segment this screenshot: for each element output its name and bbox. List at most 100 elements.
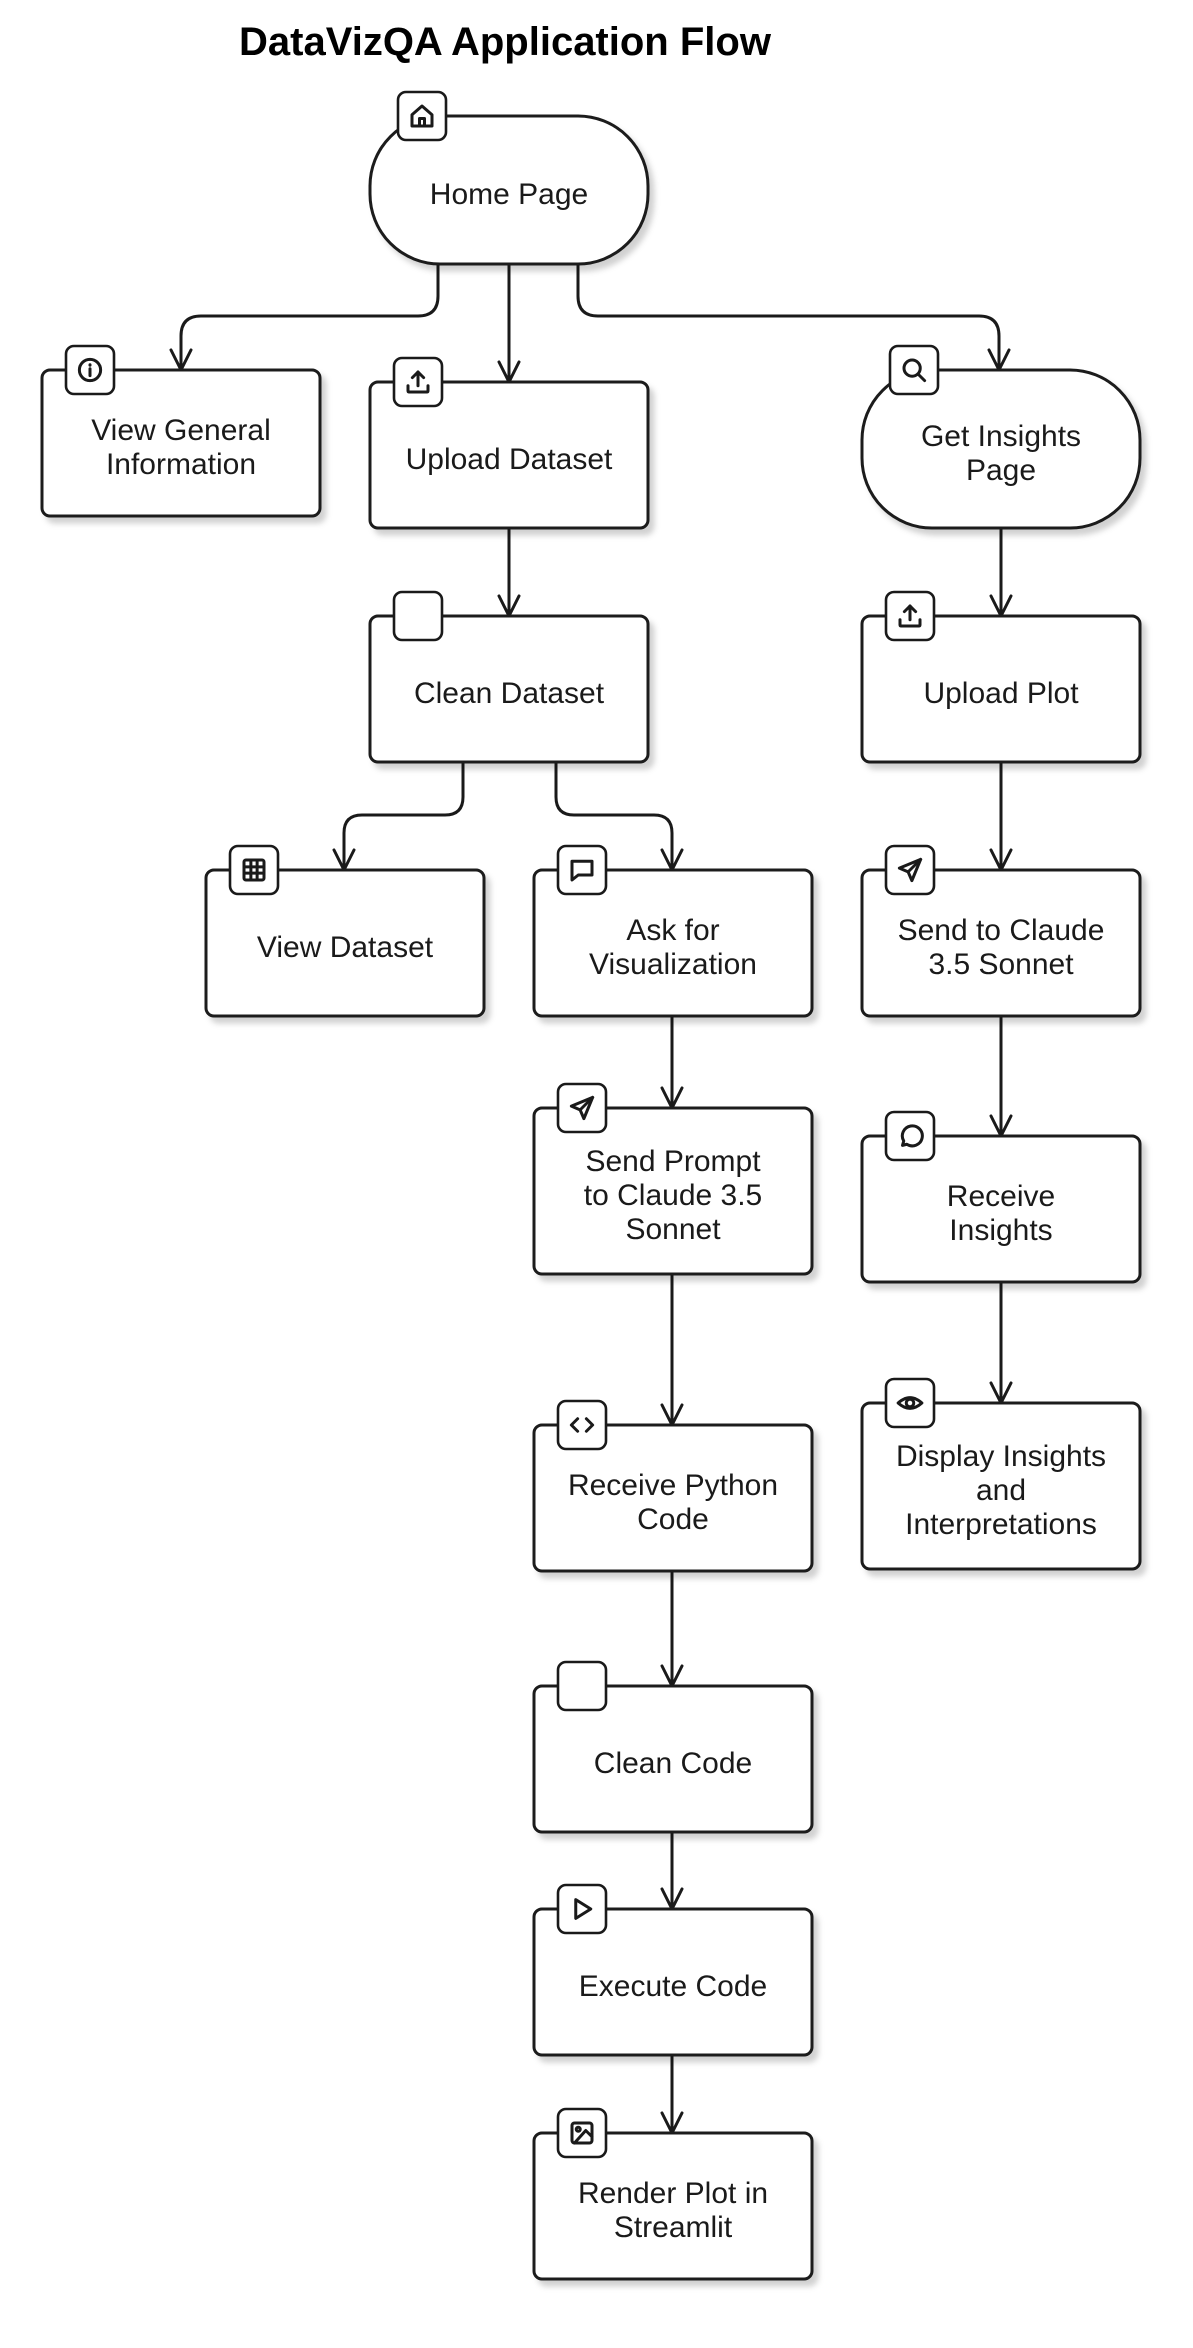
node-label-line: Display Insights <box>896 1440 1106 1473</box>
node-label-line: View General <box>91 414 271 447</box>
node-label-line: Insights <box>949 1214 1052 1247</box>
upload-icon <box>884 590 936 642</box>
node-clean-code[interactable]: Clean Code <box>532 1660 814 1834</box>
node-view-dataset[interactable]: View Dataset <box>204 844 486 1018</box>
rounded-node-shape <box>368 114 650 266</box>
rounded-node-shape <box>860 368 1142 530</box>
node-label-line: Send to Claude <box>898 914 1105 947</box>
node-label: Upload Plot <box>923 677 1079 710</box>
node-label: View Dataset <box>257 931 434 964</box>
play-icon <box>556 1883 608 1935</box>
edge-insights-page-to-upload-plot <box>989 528 1013 618</box>
code-icon <box>556 1399 608 1451</box>
process-node-shape <box>532 1907 814 2057</box>
node-label: Clean Dataset <box>414 677 605 710</box>
node-label-line: Interpretations <box>905 1508 1097 1541</box>
home-icon <box>396 90 448 142</box>
process-node-shape <box>532 1423 814 1573</box>
node-label-line: Receive Python <box>568 1469 778 1502</box>
eye-icon <box>884 1377 936 1429</box>
node-label-line: Visualization <box>589 948 757 981</box>
node-upload-plot[interactable]: Upload Plot <box>860 590 1142 764</box>
upload-icon <box>392 356 444 408</box>
node-label-line: Execute Code <box>579 1970 767 2003</box>
node-label-line: Streamlit <box>614 2211 733 2244</box>
node-home[interactable]: Home Page <box>368 90 650 266</box>
node-label-line: Render Plot in <box>578 2177 768 2210</box>
edge-receive-code-to-clean-code <box>660 1571 684 1688</box>
search-icon <box>888 344 940 396</box>
node-label-line: Information <box>106 448 256 481</box>
process-node-shape <box>860 614 1142 764</box>
node-label-line: 3.5 Sonnet <box>928 948 1074 981</box>
node-execute-code[interactable]: Execute Code <box>532 1883 814 2057</box>
connector-line <box>554 762 674 870</box>
message-square-icon <box>556 844 608 896</box>
node-label-line: Receive <box>947 1180 1055 1213</box>
edge-ask-viz-to-send-prompt <box>660 1016 684 1110</box>
image-icon <box>556 2107 608 2159</box>
node-label-line: Upload Plot <box>923 677 1079 710</box>
edge-clean-dataset-to-view-dataset <box>332 762 465 872</box>
diagram-title: DataVizQA Application Flow <box>239 20 772 64</box>
edge-home-to-upload-dataset <box>497 264 521 384</box>
process-node-shape <box>40 368 322 518</box>
edge-home-to-insights-page <box>576 264 1011 372</box>
node-label-line: Home Page <box>430 178 588 211</box>
process-node-shape <box>204 868 486 1018</box>
process-node-shape <box>532 1684 814 1834</box>
process-node-shape <box>532 1106 814 1276</box>
edge-layer <box>169 264 1013 2135</box>
edge-upload-plot-to-send-claude-plot <box>989 762 1013 872</box>
message-circle-icon <box>884 1110 936 1162</box>
info-icon <box>64 344 116 396</box>
node-label-line: Send Prompt <box>585 1145 761 1178</box>
process-node-shape <box>860 1134 1142 1284</box>
node-label-line: View Dataset <box>257 931 434 964</box>
process-node-shape <box>532 868 814 1018</box>
edge-send-prompt-to-receive-code <box>660 1274 684 1427</box>
process-node-shape <box>532 2131 814 2281</box>
process-node-shape <box>368 380 650 530</box>
send-icon <box>884 844 936 896</box>
node-label-line: Sonnet <box>625 1213 721 1246</box>
node-label: Upload Dataset <box>406 443 613 476</box>
edge-send-claude-plot-to-receive-insights <box>989 1016 1013 1138</box>
node-label: Execute Code <box>579 1970 767 2003</box>
connector-line <box>179 264 440 370</box>
node-label-line: Get Insights <box>921 420 1081 453</box>
edge-clean-code-to-execute-code <box>660 1832 684 1911</box>
edge-upload-dataset-to-clean-dataset <box>497 528 521 618</box>
node-label: Home Page <box>430 178 588 211</box>
blank-icon <box>392 590 444 642</box>
node-label-line: Page <box>966 454 1036 487</box>
node-upload-dataset[interactable]: Upload Dataset <box>368 356 650 530</box>
blank-icon <box>556 1660 608 1712</box>
connector-line <box>342 762 465 870</box>
process-node-shape <box>860 1401 1142 1571</box>
node-clean-dataset[interactable]: Clean Dataset <box>368 590 650 764</box>
table-icon <box>228 844 280 896</box>
node-label: Clean Code <box>594 1747 752 1780</box>
connector-line <box>576 264 1001 370</box>
node-label-line: and <box>976 1474 1026 1507</box>
node-label-line: Ask for <box>626 914 719 947</box>
